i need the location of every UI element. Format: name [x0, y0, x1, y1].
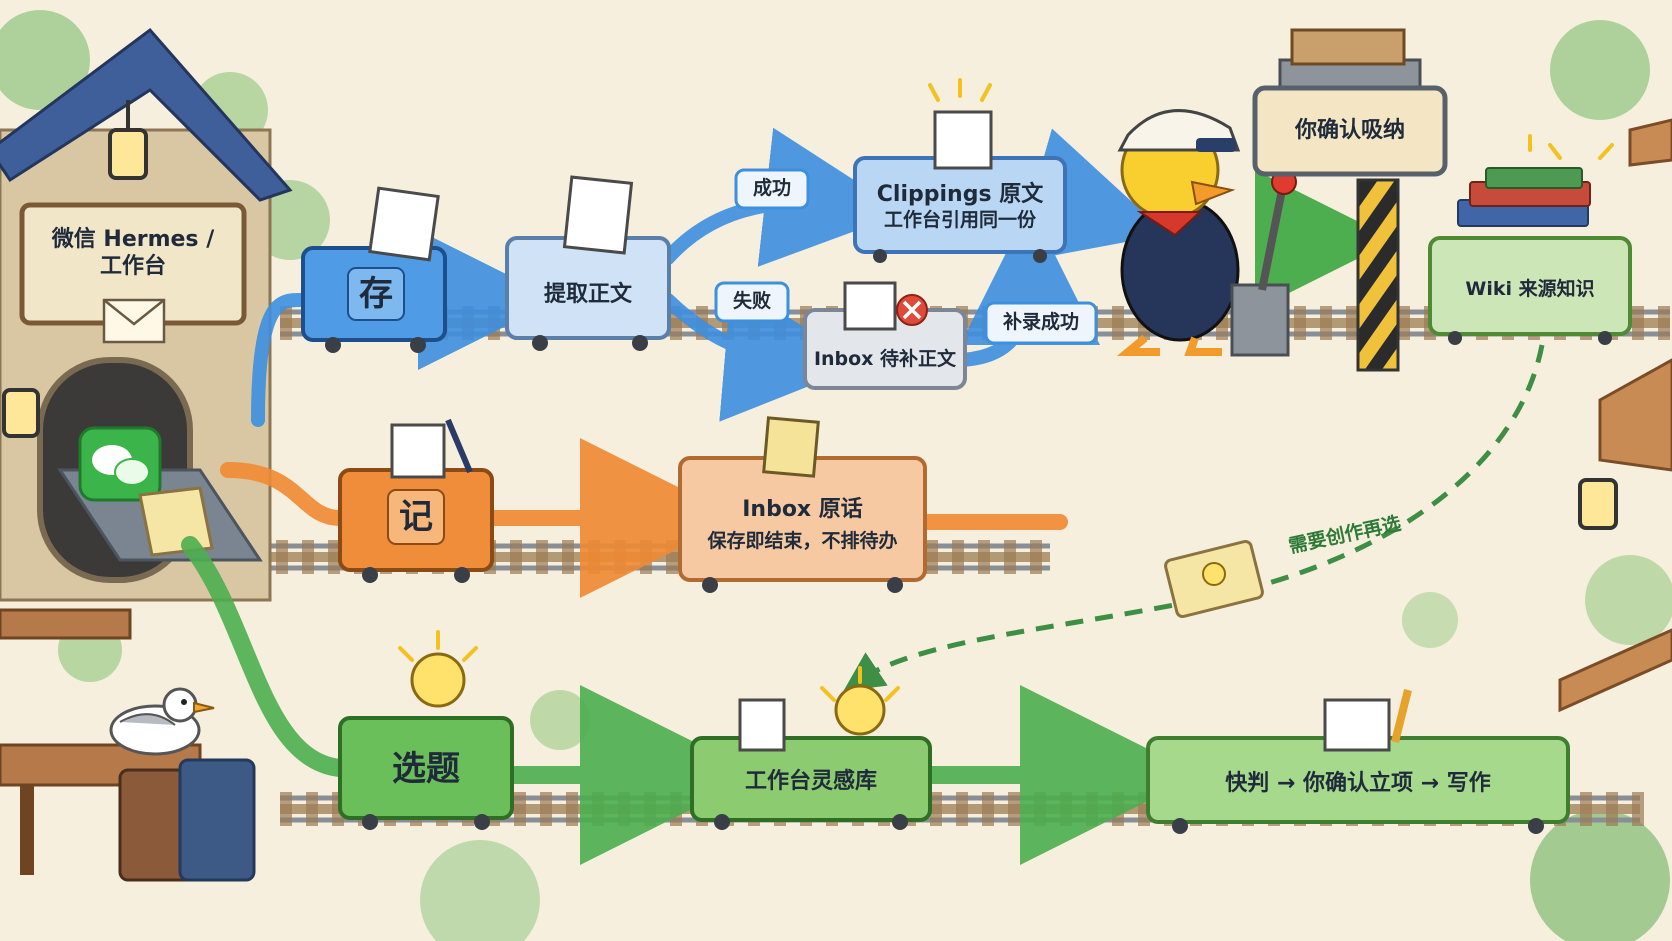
box-clippings	[853, 110, 1067, 263]
track-sleeper	[562, 540, 574, 574]
station-sign-text: 微信 Hermes / 工作台	[51, 226, 215, 280]
track-sleeper	[488, 306, 500, 340]
track-sleeper	[640, 540, 652, 574]
track-sleeper	[462, 306, 474, 340]
cart-save	[301, 186, 447, 353]
lightbulb-ticket	[1164, 539, 1264, 619]
cart-save-label: 存	[359, 273, 393, 314]
track-sleeper	[1346, 306, 1358, 340]
station-sign: 微信 Hermes / 工作台	[22, 208, 244, 298]
track-sleeper	[592, 792, 604, 826]
track-sleeper	[1112, 792, 1124, 826]
track-sleeper	[1658, 306, 1670, 340]
wechat-icon	[78, 426, 162, 502]
box-inbox-original	[678, 416, 927, 593]
track-sleeper	[566, 792, 578, 826]
track-sleeper	[1112, 306, 1124, 340]
inbox-original-title: Inbox 原话	[742, 497, 863, 523]
track-sleeper	[1294, 306, 1306, 340]
track-sleeper	[306, 792, 318, 826]
box-library	[690, 684, 932, 830]
track-sleeper	[514, 792, 526, 826]
cart-note	[338, 418, 494, 583]
track-sleeper	[1004, 540, 1016, 574]
track-sleeper	[1580, 792, 1592, 826]
box-wiki	[1428, 167, 1632, 345]
lantern-icon	[2, 100, 1618, 530]
track-sleeper	[1086, 792, 1098, 826]
track-sleeper	[614, 540, 626, 574]
cart-note-label: 记	[399, 496, 433, 537]
inbox-pending-label: Inbox 待补正文	[813, 348, 957, 371]
orange-flow	[220, 438, 1068, 598]
inbox-original-sub: 保存即结束，不排待办	[707, 529, 898, 552]
final-label: 快判 → 你确认立项 → 写作	[1225, 771, 1491, 797]
track-sleeper	[588, 540, 600, 574]
lever-icon	[1230, 169, 1297, 357]
duck-conductor	[1116, 109, 1241, 356]
track-sleeper	[540, 792, 552, 826]
track-sleeper	[276, 540, 288, 574]
suitcases	[118, 758, 256, 882]
track-sleeper	[1320, 306, 1332, 340]
confirm-sign-label: 你确认吸纳	[1294, 118, 1405, 144]
track-sleeper	[952, 540, 964, 574]
fail-tag-label: 失败	[732, 290, 771, 313]
track-sleeper	[670, 792, 682, 826]
track-sleeper	[956, 792, 968, 826]
inbox-original-label: Inbox 原话 保存即结束，不排待办	[680, 482, 925, 568]
envelope-icon	[102, 298, 166, 344]
backfill-tag-label: 补录成功	[1002, 311, 1079, 334]
track-sleeper	[978, 540, 990, 574]
track-sleeper	[644, 792, 656, 826]
track-sleeper	[536, 540, 548, 574]
seagull	[109, 687, 215, 756]
clippings-sub: 工作台引用同一份	[883, 208, 1036, 231]
right-station-roof	[1558, 118, 1672, 713]
cart-topic-label: 选题	[392, 748, 460, 789]
box-inbox-pending	[803, 281, 967, 390]
track-sleeper	[1008, 792, 1020, 826]
green-flow	[181, 536, 1200, 865]
wiki-label: Wiki 来源知识	[1465, 278, 1595, 301]
track-sleeper	[1632, 306, 1644, 340]
glow-rays	[398, 78, 1614, 702]
tag-success	[734, 168, 810, 210]
track-sleeper	[1060, 792, 1072, 826]
track-sleeper	[1398, 306, 1410, 340]
track-sleeper	[1632, 792, 1644, 826]
box-extract	[505, 175, 671, 351]
tag-backfill	[984, 301, 1098, 345]
track-sleeper	[280, 792, 292, 826]
track-sleeper	[666, 540, 678, 574]
confirm-gate	[1252, 28, 1448, 372]
clippings-label: Clippings 原文 工作台引用同一份	[855, 172, 1065, 242]
track-sleeper	[280, 306, 292, 340]
track-sleeper	[618, 792, 630, 826]
success-tag-label: 成功	[752, 177, 791, 200]
box-final	[1146, 689, 1570, 834]
cart-topic	[338, 652, 514, 830]
track-sleeper	[982, 792, 994, 826]
library-label: 工作台灵感库	[744, 769, 877, 795]
track-sleeper	[1030, 540, 1042, 574]
track-sleeper	[1606, 792, 1618, 826]
track-sleeper	[930, 792, 942, 826]
track-sleeper	[510, 540, 522, 574]
clippings-title: Clippings 原文	[876, 182, 1044, 208]
track-sleeper	[1034, 792, 1046, 826]
track-sleeper	[302, 540, 314, 574]
tag-fail	[714, 281, 790, 323]
extract-label: 提取正文	[543, 282, 632, 308]
track-sleeper	[926, 540, 938, 574]
track-sleeper	[328, 540, 340, 574]
